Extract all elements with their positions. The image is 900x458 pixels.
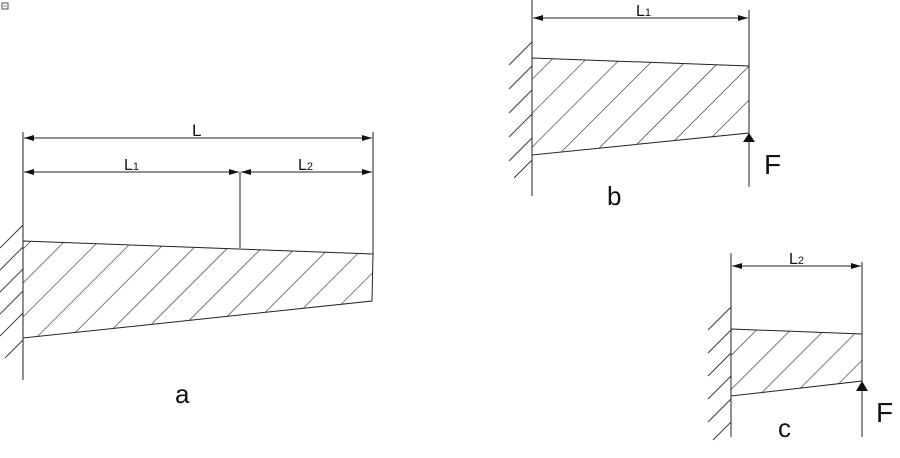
caption-b: b [607, 181, 621, 211]
frame-icon [1, 2, 9, 10]
force-label: F [764, 149, 781, 180]
wall-hatching [508, 41, 533, 179]
tapered-beam [730, 328, 863, 397]
force-label: F [876, 397, 893, 428]
force-arrow-icon [743, 133, 755, 142]
tapered-beam [22, 240, 374, 339]
wall-hatching [707, 306, 732, 441]
label-L1: L1 [124, 157, 139, 174]
figure-b: L1 F b [508, 0, 781, 211]
figure-c: L2 F c [707, 251, 893, 443]
label-L2: L2 [789, 251, 804, 268]
label-L: L [192, 121, 201, 140]
wall-hatching [0, 224, 24, 359]
caption-c: c [778, 413, 791, 443]
caption-a: a [175, 379, 190, 409]
label-L2: L2 [298, 157, 313, 174]
label-L1: L1 [636, 3, 651, 20]
force-arrow-icon [856, 381, 868, 391]
tapered-beam [531, 57, 750, 156]
figure-a: L L1 L2 a [0, 121, 374, 409]
